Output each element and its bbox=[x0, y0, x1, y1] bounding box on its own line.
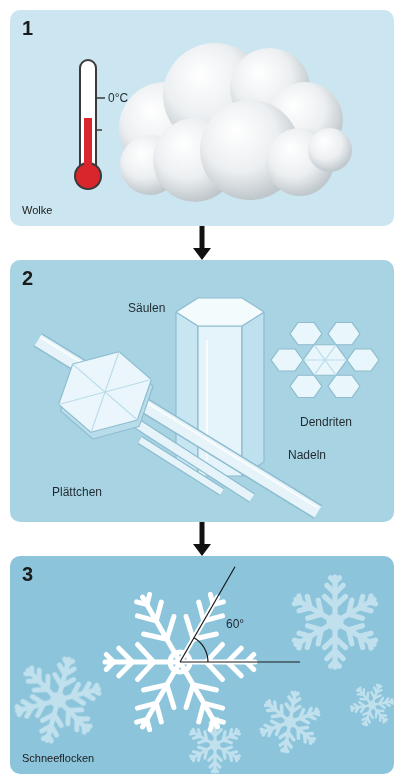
step-panel: 3Schneeflocken bbox=[10, 556, 394, 774]
step-number: 2 bbox=[22, 268, 33, 288]
main-snowflake bbox=[79, 560, 282, 764]
crystal-label: Säulen bbox=[128, 301, 165, 315]
panel-caption: Wolke bbox=[22, 204, 52, 217]
thermometer bbox=[75, 60, 105, 189]
flow-arrow bbox=[200, 226, 205, 248]
temperature-label: 0°C bbox=[108, 91, 128, 105]
step-number: 3 bbox=[22, 564, 33, 584]
crystal-label: Nadeln bbox=[288, 448, 326, 462]
cloud bbox=[119, 43, 352, 202]
step-number: 1 bbox=[22, 18, 33, 38]
column-crystal bbox=[176, 298, 264, 476]
plate-crystal bbox=[49, 345, 162, 445]
step-panel: 1Wolke bbox=[10, 10, 394, 226]
step-panel: 2 bbox=[10, 260, 394, 522]
dendrite-crystal bbox=[271, 323, 379, 398]
flow-arrow bbox=[200, 522, 205, 544]
crystal-label: Dendriten bbox=[300, 415, 352, 429]
angle-label: 60° bbox=[226, 617, 244, 631]
angle-marker bbox=[180, 567, 300, 662]
crystal-label: Plättchen bbox=[52, 485, 102, 499]
needle-crystals bbox=[38, 337, 318, 512]
background-snowflakes bbox=[7, 577, 398, 772]
panel-caption: Schneeflocken bbox=[22, 752, 94, 765]
